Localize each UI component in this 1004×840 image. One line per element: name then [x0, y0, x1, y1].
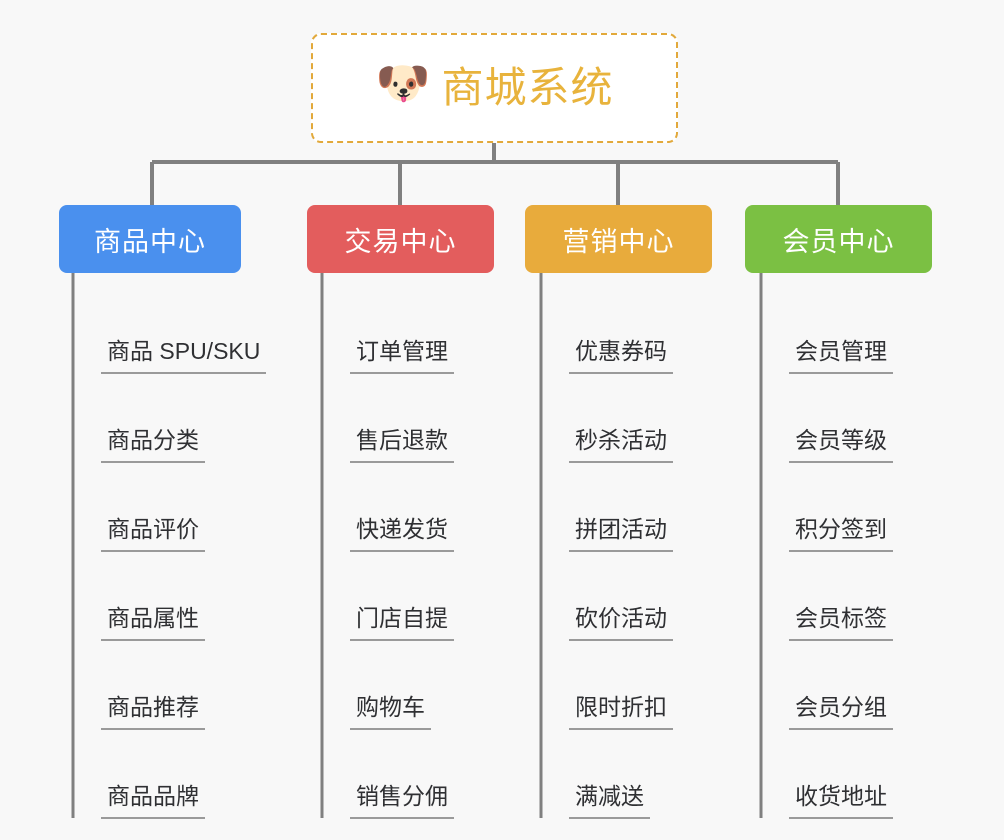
category-box-trade-center[interactable]: 交易中心: [307, 205, 494, 273]
leaf-label: 商品 SPU/SKU: [101, 338, 267, 374]
category-box-member-center[interactable]: 会员中心: [745, 205, 932, 273]
root-node[interactable]: 🐶 商城系统: [311, 33, 678, 143]
leaf-label: 商品分类: [101, 427, 205, 463]
leaf-column-product-center: 商品 SPU/SKU 商品分类 商品评价 商品属性 商品推荐 商品品牌: [73, 285, 267, 819]
category-label: 商品中心: [94, 226, 206, 257]
leaf-label: 拼团活动: [569, 516, 673, 552]
leaf-label: 订单管理: [350, 338, 454, 374]
shiba-dog-face-icon: 🐶: [375, 59, 431, 108]
leaf-label: 会员分组: [789, 694, 893, 730]
leaf-label: 积分签到: [789, 516, 893, 552]
leaf-column-trade-center: 订单管理 售后退款 快递发货 门店自提 购物车 销售分佣: [322, 285, 454, 819]
list-item[interactable]: 会员标签: [761, 552, 893, 641]
list-item[interactable]: 销售分佣: [322, 730, 454, 819]
list-item[interactable]: 优惠券码: [541, 285, 673, 374]
leaf-label: 销售分佣: [350, 783, 454, 819]
leaf-label: 会员管理: [789, 338, 893, 374]
list-item[interactable]: 购物车: [322, 641, 454, 730]
list-item[interactable]: 秒杀活动: [541, 374, 673, 463]
list-item[interactable]: 售后退款: [322, 374, 454, 463]
leaf-label: 快递发货: [350, 516, 454, 552]
root-title: 商城系统: [441, 64, 614, 111]
category-label: 会员中心: [782, 226, 895, 257]
category-label: 营销中心: [562, 226, 675, 257]
list-item[interactable]: 快递发货: [322, 463, 454, 552]
list-item[interactable]: 满减送: [541, 730, 673, 819]
leaf-label: 限时折扣: [569, 694, 673, 730]
category-label: 交易中心: [344, 226, 457, 257]
list-item[interactable]: 会员分组: [761, 641, 893, 730]
list-item[interactable]: 商品属性: [73, 552, 266, 641]
leaf-label: 购物车: [350, 694, 431, 730]
leaf-label: 优惠券码: [569, 338, 673, 374]
leaf-label: 商品品牌: [101, 783, 205, 819]
leaf-label: 收货地址: [789, 783, 893, 819]
leaf-label: 砍价活动: [569, 605, 673, 641]
list-item[interactable]: 拼团活动: [541, 463, 673, 552]
category-box-marketing-center[interactable]: 营销中心: [525, 205, 712, 273]
list-item[interactable]: 商品分类: [73, 374, 266, 463]
list-item[interactable]: 订单管理: [322, 285, 454, 374]
leaf-column-marketing-center: 优惠券码 秒杀活动 拼团活动 砍价活动 限时折扣 满减送: [541, 285, 673, 819]
list-item[interactable]: 会员管理: [761, 285, 893, 374]
list-item[interactable]: 砍价活动: [541, 552, 673, 641]
leaf-label: 秒杀活动: [569, 427, 673, 463]
category-box-product-center[interactable]: 商品中心: [59, 205, 241, 273]
list-item[interactable]: 会员等级: [761, 374, 893, 463]
list-item[interactable]: 积分签到: [761, 463, 893, 552]
leaf-label: 商品属性: [101, 605, 205, 641]
leaf-label: 售后退款: [350, 427, 454, 463]
leaf-label: 会员等级: [789, 427, 893, 463]
list-item[interactable]: 商品品牌: [73, 730, 266, 819]
list-item[interactable]: 商品 SPU/SKU: [73, 285, 267, 374]
list-item[interactable]: 商品推荐: [73, 641, 266, 730]
list-item[interactable]: 收货地址: [761, 730, 893, 819]
list-item[interactable]: 门店自提: [322, 552, 454, 641]
list-item[interactable]: 限时折扣: [541, 641, 673, 730]
leaf-label: 门店自提: [350, 605, 454, 641]
leaf-label: 商品推荐: [101, 694, 205, 730]
leaf-label: 满减送: [569, 783, 650, 819]
leaf-label: 商品评价: [101, 516, 205, 552]
leaf-label: 会员标签: [789, 605, 893, 641]
list-item[interactable]: 商品评价: [73, 463, 266, 552]
leaf-column-member-center: 会员管理 会员等级 积分签到 会员标签 会员分组 收货地址: [761, 285, 893, 819]
